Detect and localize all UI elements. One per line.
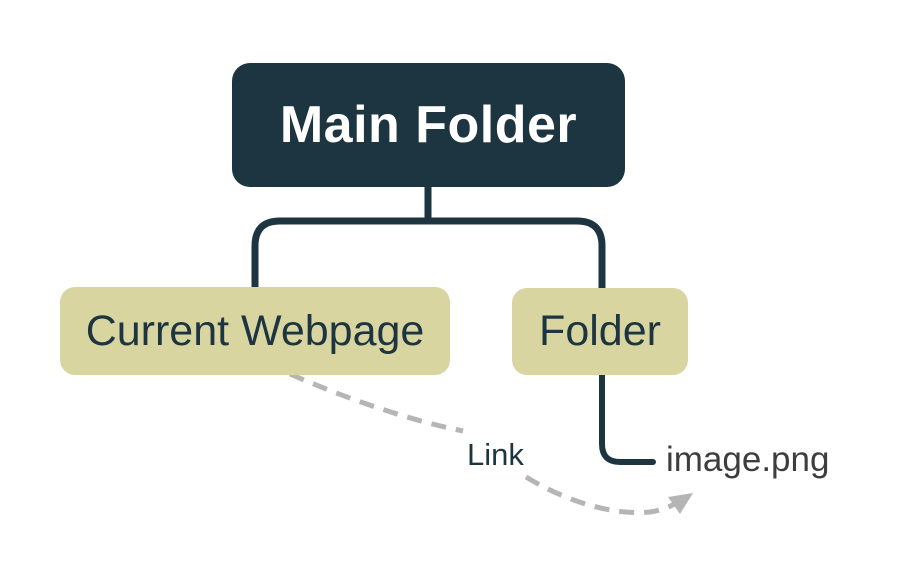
connector-bracket bbox=[251, 217, 606, 290]
node-current-webpage-label: Current Webpage bbox=[85, 306, 425, 355]
node-folder: Folder bbox=[512, 288, 688, 375]
node-main-folder: Main Folder bbox=[232, 63, 625, 187]
link-edge-label: Link bbox=[467, 437, 524, 472]
link-arrowhead-icon bbox=[668, 493, 693, 514]
image-file-label: image.png bbox=[666, 440, 830, 479]
link-dashed-curve-end bbox=[524, 474, 684, 516]
node-current-webpage: Current Webpage bbox=[60, 287, 450, 375]
node-main-folder-label: Main Folder bbox=[279, 96, 578, 154]
connector-elbow bbox=[599, 287, 656, 465]
link-dashed-curve-start bbox=[289, 371, 464, 434]
node-folder-label: Folder bbox=[539, 307, 661, 355]
